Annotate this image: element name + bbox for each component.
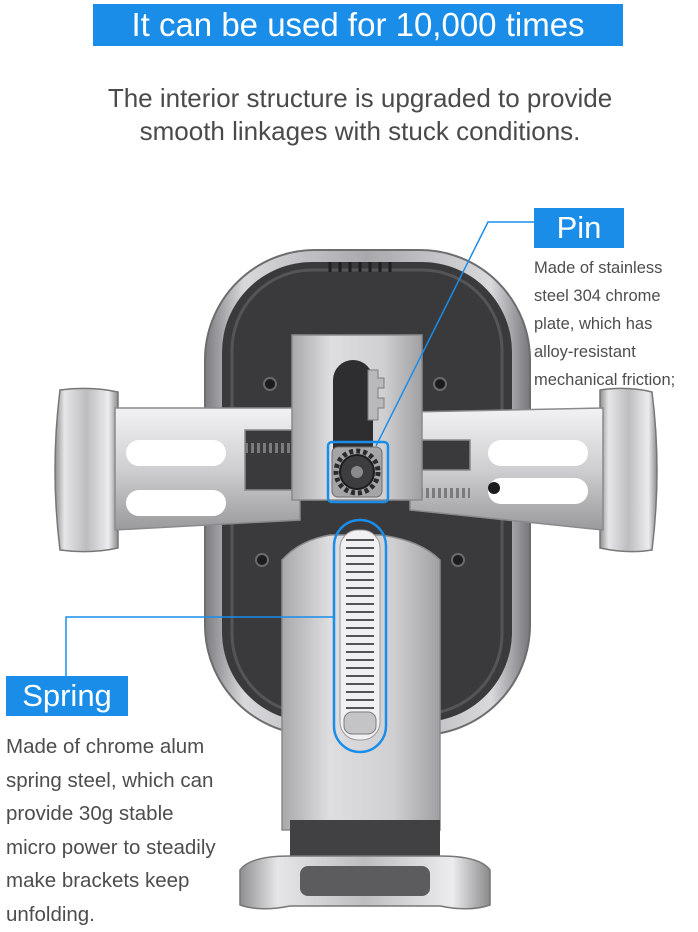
spring-description-line: make brackets keep — [6, 869, 190, 893]
pin-description-line: alloy-resistant — [534, 343, 636, 361]
spring-description-line: Made of chrome alum — [6, 735, 205, 758]
spring-coil — [339, 529, 381, 741]
pin-description-line: steel 304 chrome — [534, 287, 661, 305]
pin-label: Pin — [534, 208, 624, 248]
pin-description: Made of stainless steel 304 chrome plate… — [534, 254, 694, 394]
pin-description-line: mechanical friction; — [534, 371, 676, 389]
pin-callout-line — [375, 221, 534, 447]
spring-description-line: unfolding. — [6, 902, 95, 926]
top-ridges — [328, 262, 392, 272]
pin-description-line: plate, which has — [534, 315, 653, 333]
title-banner: It can be used for 10,000 times — [93, 4, 623, 46]
spring-description-line: micro power to steadily — [6, 835, 216, 859]
pin-description-line: Made of stainless — [534, 259, 663, 277]
subtitle-line-1: The interior structure is upgraded to pr… — [107, 83, 613, 113]
spring-description-line: provide 30g stable — [6, 802, 174, 826]
subtitle: The interior structure is upgraded to pr… — [40, 82, 680, 148]
spring-callout-line — [65, 616, 334, 676]
subtitle-line-2: smooth linkages with stuck conditions. — [139, 116, 581, 146]
left-arm — [54, 387, 330, 553]
pin-gear — [331, 446, 383, 498]
spring-description: Made of chrome alum spring steel, which … — [6, 730, 246, 932]
spring-label: Spring — [6, 676, 128, 716]
screw-holes — [255, 377, 465, 567]
spring-highlight-box — [332, 518, 388, 754]
rack-teeth — [367, 369, 385, 421]
pin-highlight-box — [326, 440, 390, 504]
spring-description-line: spring steel, which can — [6, 768, 214, 792]
bottom-foot — [239, 820, 491, 910]
